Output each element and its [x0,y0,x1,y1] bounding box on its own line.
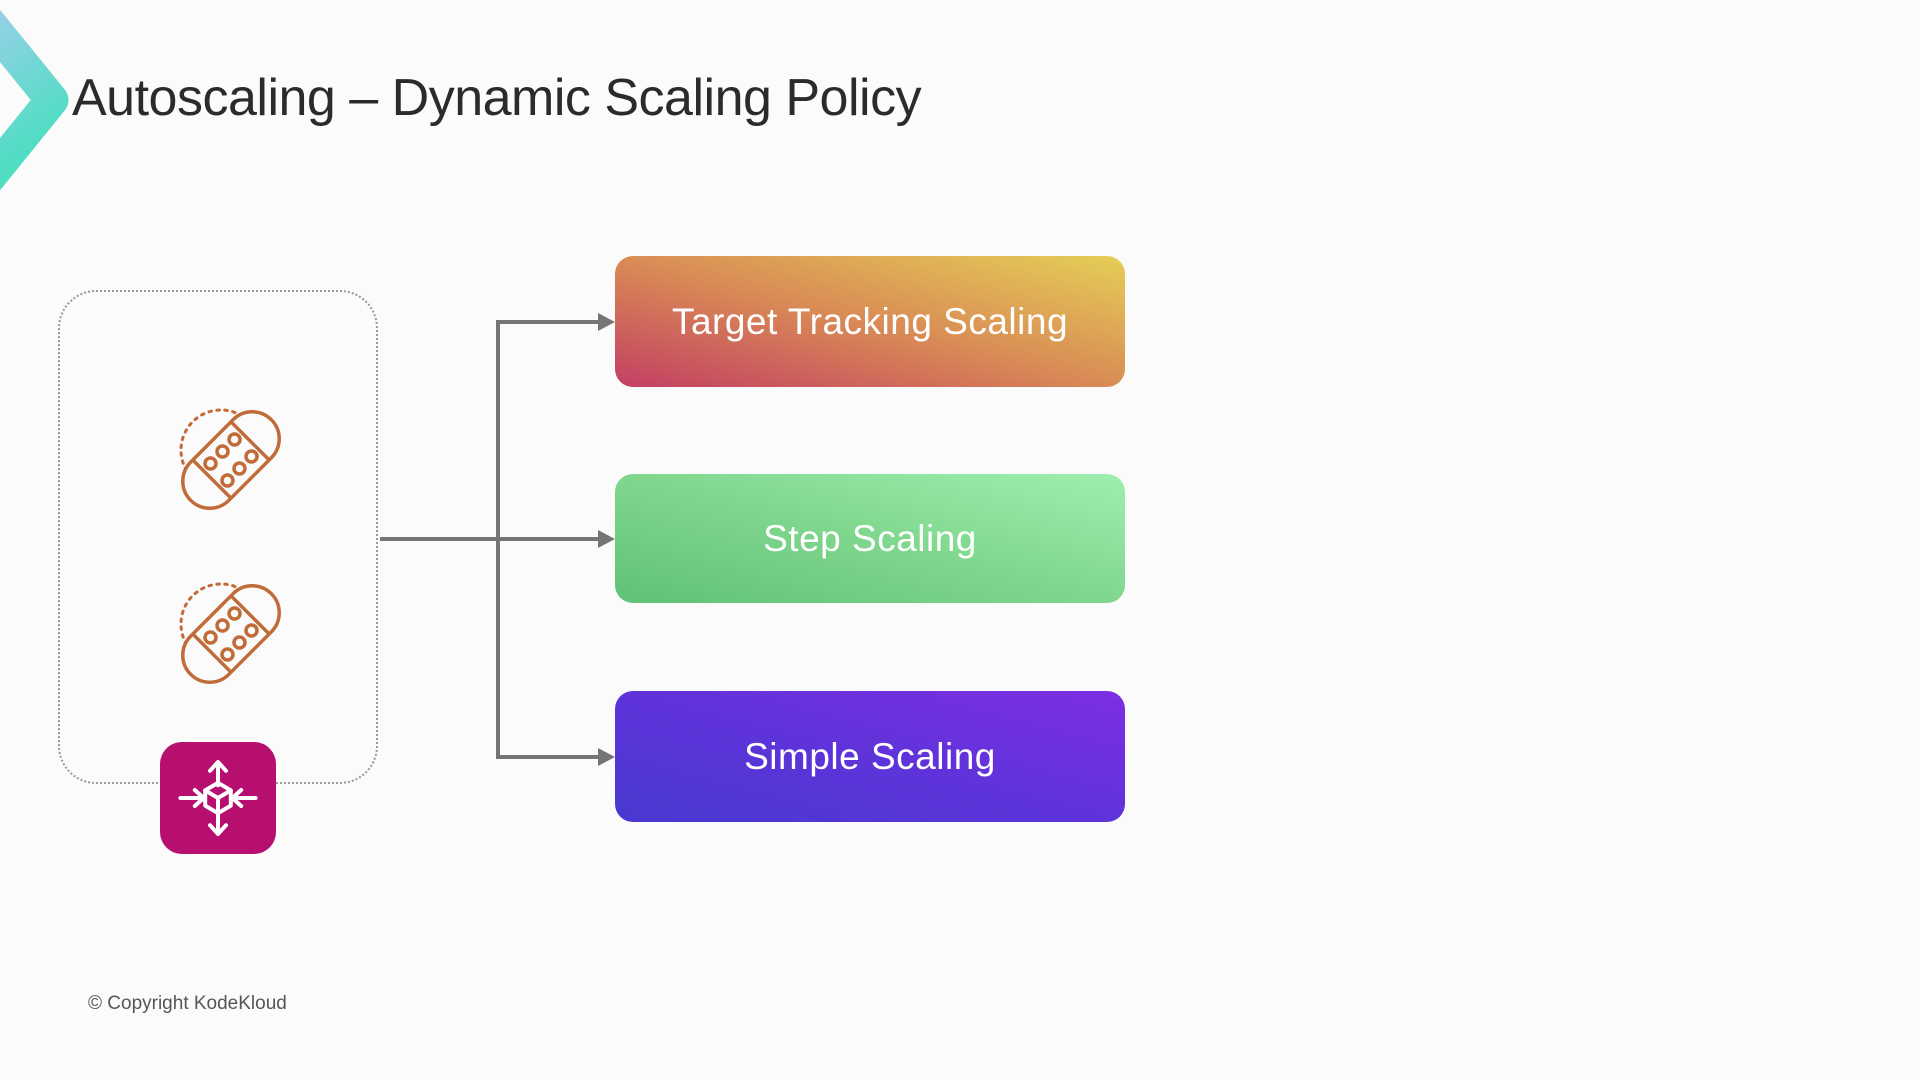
policy-box-target-tracking-scaling: Target Tracking Scaling [615,256,1125,387]
scale-cube-arrows-icon [178,760,258,836]
policy-box-simple-scaling: Simple Scaling [615,691,1125,822]
copyright-text: © Copyright KodeKloud [88,993,287,1014]
autoscaling-badge [160,742,276,854]
page-title: Autoscaling – Dynamic Scaling Policy [72,69,922,127]
policy-box-step-scaling: Step Scaling [615,474,1125,603]
policy-label: Target Tracking Scaling [671,300,1069,342]
policy-label: Simple Scaling [744,735,996,777]
policy-label: Step Scaling [763,517,977,559]
bandage-icon [179,408,281,510]
autoscaling-group-box [58,290,378,784]
bandage-icon [179,582,281,684]
kodekloud-logo-icon [0,9,69,190]
